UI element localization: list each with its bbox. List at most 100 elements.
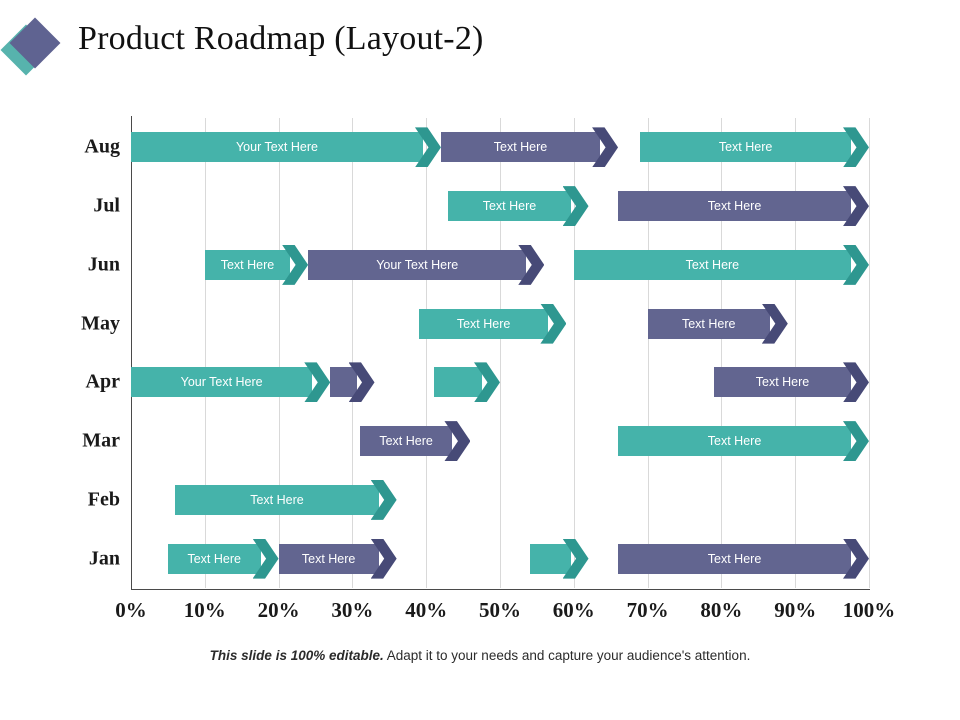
roadmap-bar-aug-3[interactable]: Text Here	[640, 127, 869, 168]
x-tick-60: 60%	[552, 598, 595, 622]
bar-body	[308, 249, 527, 280]
arrow-head-icon	[842, 244, 869, 285]
bar-body	[131, 367, 313, 398]
arrow-head-shape	[370, 479, 397, 520]
x-tick-50: 50%	[479, 598, 521, 622]
arrow-head-icon	[370, 538, 397, 579]
bar-body	[618, 191, 851, 222]
roadmap-bar-apr-1[interactable]: Your Text Here	[131, 362, 331, 403]
arrow-head-icon	[592, 127, 619, 168]
bar-body	[448, 191, 571, 222]
arrow-head-icon	[761, 303, 788, 344]
month-label-feb: Feb	[87, 488, 120, 511]
roadmap-bar-may-2[interactable]: Text Here	[647, 303, 788, 344]
roadmap-bar-aug-1[interactable]: Your Text Here	[131, 127, 441, 168]
x-tick-40: 40%	[405, 598, 448, 622]
arrow-head-icon	[842, 362, 869, 403]
arrow-head-shape	[540, 303, 567, 344]
footer-note: This slide is 100% editable. Adapt it to…	[0, 648, 960, 663]
bar-body	[278, 543, 379, 574]
arrow-head-shape	[518, 244, 545, 285]
arrow-head-shape	[444, 421, 471, 462]
bar-body	[573, 249, 851, 280]
bar-body	[359, 426, 453, 457]
roadmap-bar-apr-3[interactable]	[433, 362, 500, 403]
arrow-head-shape	[348, 362, 375, 403]
roadmap-bar-jul-1[interactable]: Text Here	[448, 186, 589, 227]
x-tick-70: 70%	[626, 598, 669, 622]
bar-body	[618, 426, 851, 457]
arrow-head-icon	[348, 362, 375, 403]
arrow-head-icon	[842, 421, 869, 462]
arrow-head-icon	[304, 362, 331, 403]
roadmap-bar-mar-1[interactable]: Text Here	[359, 421, 471, 462]
arrow-head-shape	[842, 421, 869, 462]
arrow-head-shape	[842, 362, 869, 403]
arrow-head-icon	[370, 479, 397, 520]
footer-note-rest: Adapt it to your needs and capture your …	[383, 648, 751, 663]
roadmap-bar-may-1[interactable]: Text Here	[418, 303, 567, 344]
arrow-head-shape	[370, 538, 397, 579]
gridline	[278, 118, 280, 588]
arrow-head-icon	[252, 538, 279, 579]
roadmap-bar-jan-4[interactable]: Text Here	[618, 538, 869, 579]
gridline	[426, 118, 428, 588]
roadmap-bar-feb-1[interactable]: Text Here	[175, 479, 397, 520]
month-label-jun: Jun	[87, 253, 120, 276]
gridline	[869, 118, 870, 588]
arrow-head-shape	[842, 127, 869, 168]
bar-body	[418, 308, 549, 339]
arrow-head-icon	[842, 538, 869, 579]
arrow-head-icon	[540, 303, 567, 344]
roadmap-bar-apr-2[interactable]	[330, 362, 375, 403]
bar-body	[714, 367, 851, 398]
roadmap-bar-apr-4[interactable]: Text Here	[714, 362, 869, 403]
gridline	[573, 118, 575, 588]
roadmap-bar-jun-3[interactable]: Text Here	[573, 244, 869, 285]
bar-body	[433, 367, 482, 398]
roadmap-bar-jan-3[interactable]	[529, 538, 589, 579]
bar-body	[167, 543, 261, 574]
roadmap-bar-jun-2[interactable]: Your Text Here	[308, 244, 545, 285]
roadmap-bar-jun-1[interactable]: Text Here	[204, 244, 309, 285]
roadmap-bar-aug-2[interactable]: Text Here	[440, 127, 619, 168]
title-bar: Product Roadmap (Layout-2)	[0, 12, 960, 76]
arrow-head-icon	[562, 538, 589, 579]
arrow-head-shape	[562, 538, 589, 579]
gridline	[647, 118, 649, 588]
gridline	[352, 118, 354, 588]
month-label-mar: Mar	[82, 429, 120, 452]
bar-body	[204, 249, 291, 280]
month-label-jul: Jul	[93, 194, 120, 217]
gridline	[204, 118, 206, 588]
arrow-head-icon	[414, 127, 441, 168]
bar-body	[529, 543, 571, 574]
x-tick-10: 10%	[183, 598, 226, 622]
month-label-jan: Jan	[88, 547, 120, 570]
roadmap-bar-mar-2[interactable]: Text Here	[618, 421, 869, 462]
arrow-head-icon	[444, 421, 471, 462]
arrow-head-shape	[282, 244, 309, 285]
x-tick-100: 100%	[842, 598, 896, 622]
roadmap-bar-jan-2[interactable]: Text Here	[278, 538, 397, 579]
arrow-head-shape	[842, 244, 869, 285]
bar-body	[640, 132, 851, 163]
y-axis-line	[131, 116, 132, 590]
arrow-head-icon	[562, 186, 589, 227]
roadmap-bar-jul-2[interactable]: Text Here	[618, 186, 869, 227]
roadmap-bar-jan-1[interactable]: Text Here	[167, 538, 279, 579]
bar-body	[647, 308, 770, 339]
bar-body	[618, 543, 851, 574]
x-axis-line	[131, 589, 870, 590]
arrow-head-shape	[562, 186, 589, 227]
arrow-head-shape	[842, 186, 869, 227]
x-tick-30: 30%	[331, 598, 374, 622]
bar-body	[440, 132, 601, 163]
arrow-head-icon	[842, 127, 869, 168]
arrow-head-shape	[252, 538, 279, 579]
bar-body	[131, 132, 423, 163]
x-tick-20: 20%	[257, 598, 300, 622]
bar-body	[175, 484, 379, 515]
